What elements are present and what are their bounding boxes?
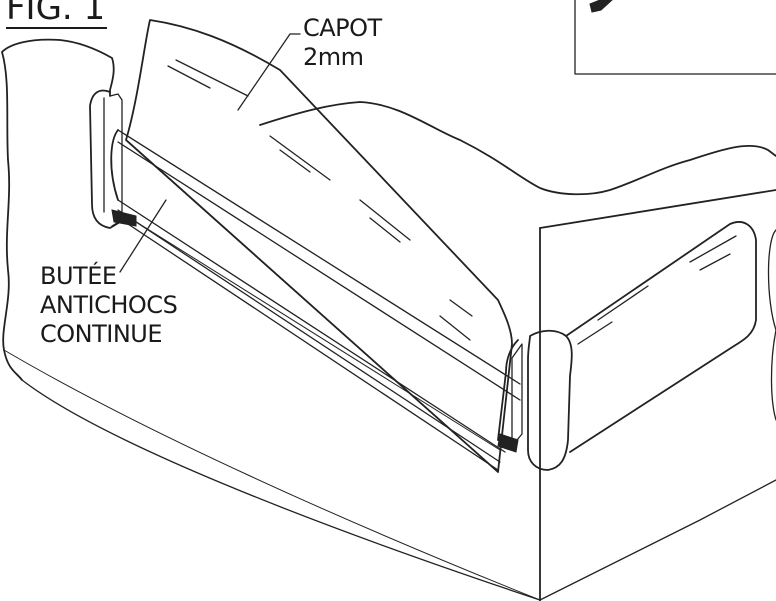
capot-label-line-1: CAPOT — [303, 14, 382, 42]
capot-cover — [125, 19, 513, 473]
capot-label-line-2: 2mm — [303, 43, 364, 71]
right-end-cap — [497, 339, 523, 453]
capot-leader-line — [237, 33, 301, 111]
left-end-cap — [89, 89, 137, 229]
butee-leader-line — [119, 199, 167, 273]
wall-left-block — [1, 38, 541, 601]
butee-label-line-2: ANTICHOCS — [40, 291, 178, 319]
wall-right-block — [259, 101, 776, 601]
capot-label: CAPOT 2mm — [303, 14, 382, 72]
butee-label-line-1: BUTÉE — [40, 262, 117, 290]
butee-label: BUTÉE ANTICHOCS CONTINUE — [40, 262, 178, 349]
butee-label-line-3: CONTINUE — [40, 320, 163, 348]
figure-title: FIG. 1 — [6, 0, 108, 29]
inset-detail-frame — [574, 0, 776, 75]
right-wall-bumper — [527, 221, 757, 471]
bumper-rail — [110, 129, 521, 471]
